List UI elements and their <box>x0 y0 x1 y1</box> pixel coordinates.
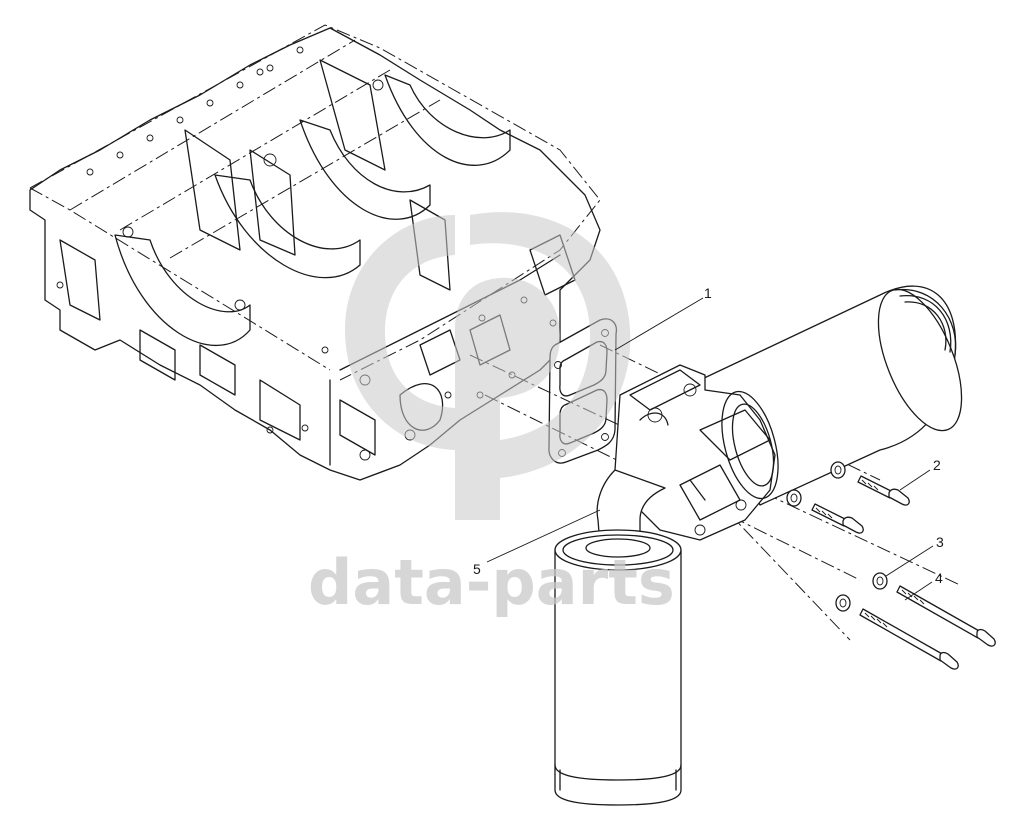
short-bolt-upper <box>857 475 910 506</box>
callout-5: 5 <box>473 509 601 577</box>
callout-label-2: 2 <box>933 457 941 473</box>
long-bolt-lower <box>859 608 959 670</box>
fasteners <box>786 461 996 670</box>
callout-3: 3 <box>885 534 944 577</box>
watermark: data-parts <box>308 212 675 619</box>
watermark-text: data-parts <box>308 546 675 619</box>
washer-upper <box>830 461 846 479</box>
oil-filter-assembly <box>554 285 963 806</box>
callout-label-3: 3 <box>936 534 944 550</box>
washer-lower-right <box>872 572 888 590</box>
washer-lower-left <box>835 594 851 612</box>
callouts: 1 2 3 4 5 <box>473 285 944 601</box>
watermark-logo-icon <box>345 212 631 520</box>
washer-middle <box>786 489 802 507</box>
callout-label-1: 1 <box>704 285 712 301</box>
long-bolt-upper <box>896 585 996 647</box>
callout-label-5: 5 <box>473 561 481 577</box>
short-bolt-lower <box>811 503 864 534</box>
callout-2: 2 <box>899 457 941 491</box>
callout-4: 4 <box>904 570 943 601</box>
callout-label-4: 4 <box>935 570 943 586</box>
engine-block <box>29 24 601 481</box>
callout-1: 1 <box>614 285 712 351</box>
